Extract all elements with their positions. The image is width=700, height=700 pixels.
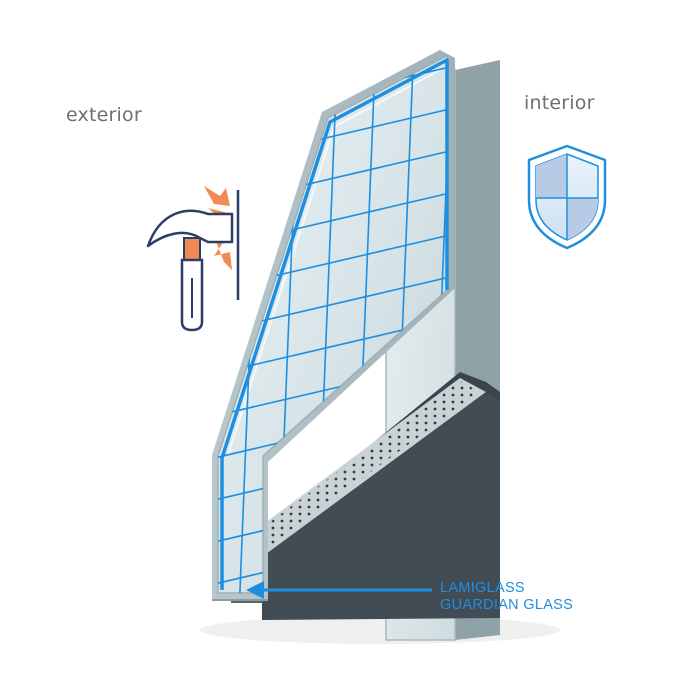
interior-label: interior — [524, 92, 595, 114]
shield-icon — [527, 144, 607, 250]
callout-line-2: GUARDIAN GLASS — [440, 597, 574, 613]
callout-arrow — [246, 581, 432, 599]
hammer-impact-icon — [146, 186, 240, 332]
callout-line-1: LAMIGLASS — [440, 580, 525, 596]
exterior-label: exterior — [66, 104, 142, 126]
laminate-outline — [220, 58, 449, 590]
floor-shadow — [200, 616, 560, 644]
